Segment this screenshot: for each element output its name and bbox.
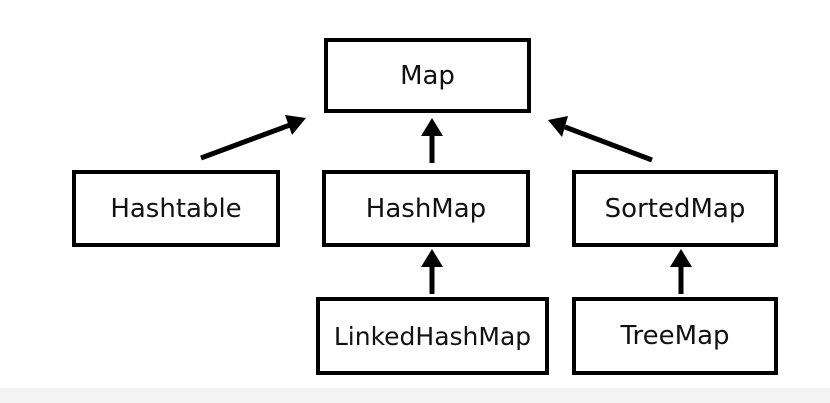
node-hashtable: Hashtable [72, 170, 280, 247]
bottom-strip [0, 388, 830, 403]
arrow-sortedmap-to-map [548, 116, 653, 163]
node-treemap: TreeMap [572, 297, 778, 375]
node-map: Map [324, 38, 531, 113]
arrow-hashtable-to-map [200, 115, 306, 161]
arrow-hashmap-to-map [421, 118, 443, 163]
arrow-linkedhashmap-to-hashmap [421, 249, 443, 294]
node-sortedmap: SortedMap [572, 170, 778, 247]
arrow-treemap-to-sortedmap [670, 249, 692, 294]
node-hashmap: HashMap [322, 170, 530, 247]
node-linkedhashmap: LinkedHashMap [316, 297, 549, 375]
